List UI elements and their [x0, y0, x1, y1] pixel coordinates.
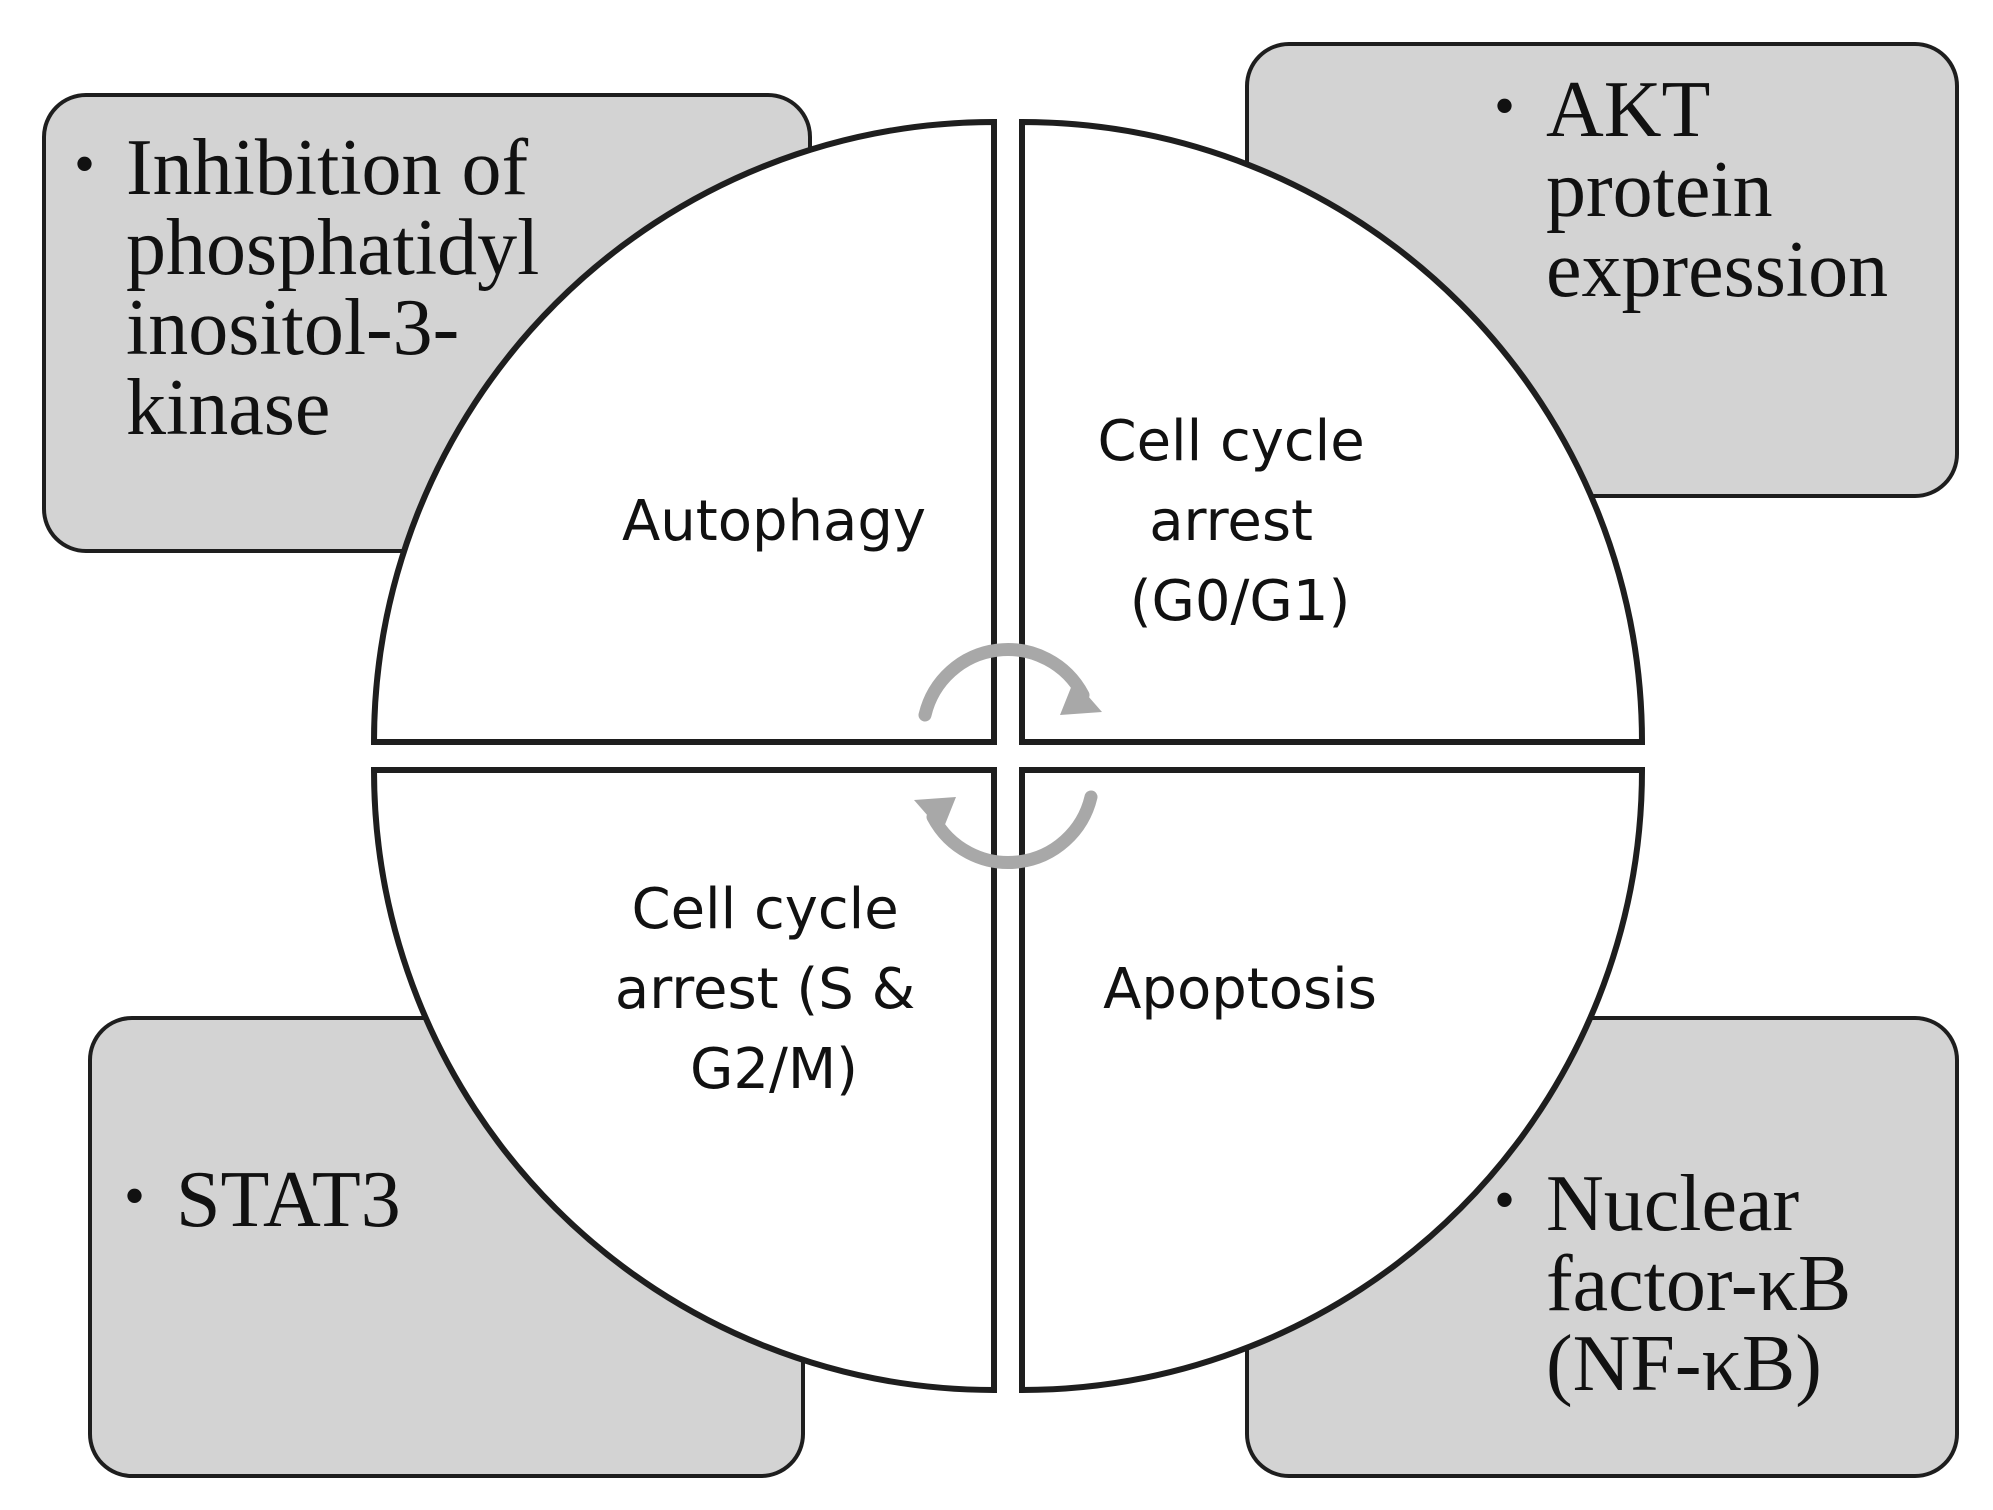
bullet-icon: •	[74, 131, 96, 197]
label-cell-cycle-g0-g1: Cell cycle arrest (G0/G1)	[1097, 409, 1382, 634]
label-cell-cycle-s-g2m: Cell cycle arrest (S & G2/M)	[615, 877, 933, 1102]
top-right-box-text: •AKT protein expression	[1494, 66, 1889, 314]
cycle-arrows-icon	[914, 643, 1102, 869]
bullet-icon: •	[1494, 1167, 1516, 1233]
bottom-left-box-text: •STAT3	[124, 1156, 401, 1244]
bottom-right-box-text: •Nuclear factor-κB (NF-κB)	[1494, 1160, 1852, 1408]
quadrant-bottom-right	[1019, 767, 1646, 1394]
quadrant-top-left	[370, 118, 997, 745]
label-autophagy: Autophagy	[622, 489, 926, 554]
quadrant-top-right	[1019, 118, 1646, 745]
label-apoptosis: Apoptosis	[1103, 957, 1377, 1022]
bullet-icon: •	[1494, 73, 1516, 139]
bullet-icon: •	[124, 1163, 146, 1229]
top-left-box-text: •Inhibition of phosphatidyl inositol-3- …	[74, 124, 540, 452]
quadrant-bottom-left	[370, 767, 997, 1394]
